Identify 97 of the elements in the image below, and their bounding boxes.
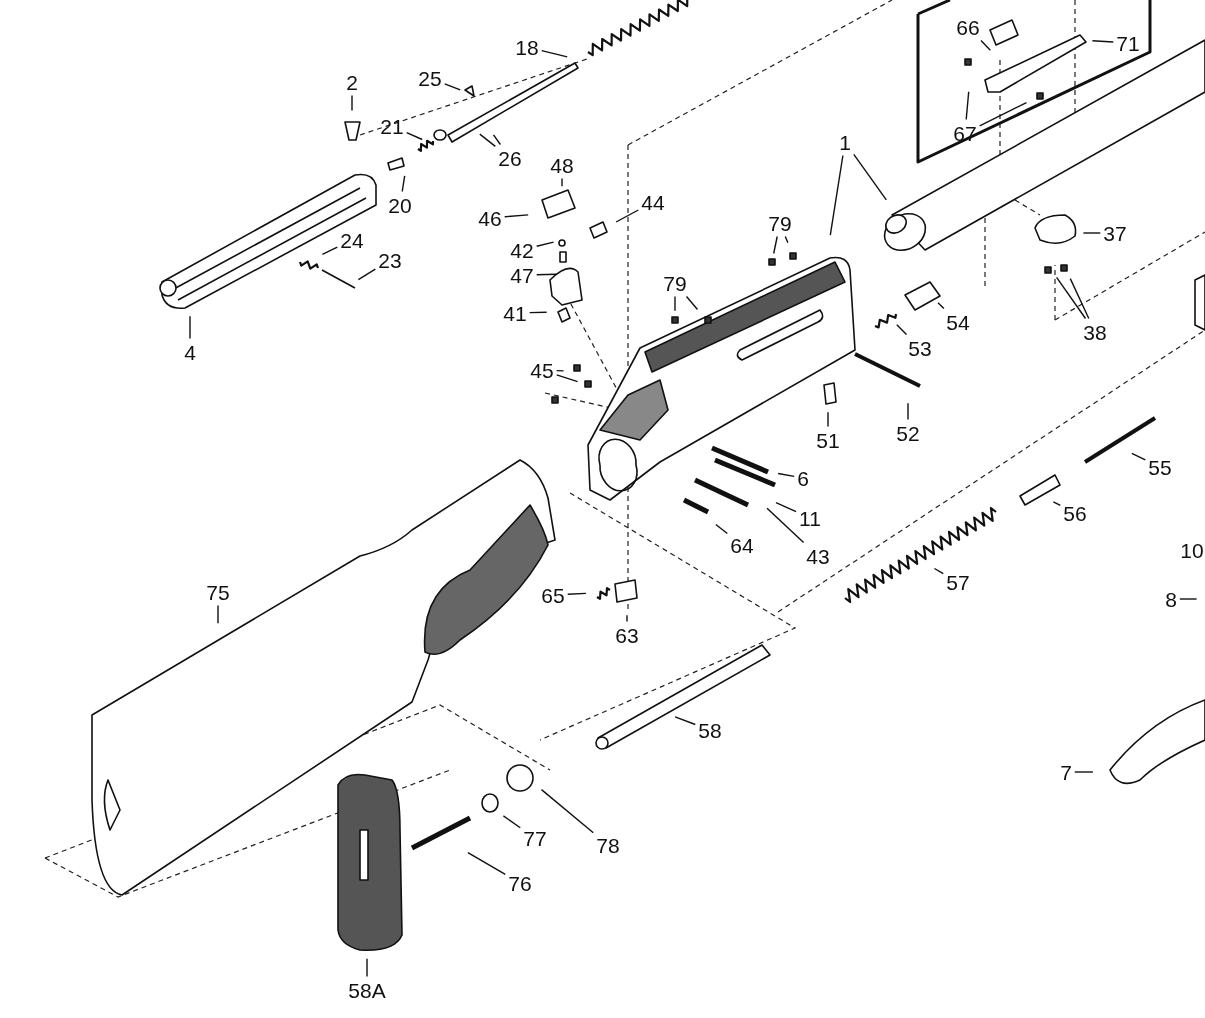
leader-line <box>1069 277 1090 320</box>
callout-number: 65 <box>541 584 565 606</box>
callout-number: 53 <box>908 337 932 359</box>
callout-number: 77 <box>523 827 547 849</box>
callout-number: 75 <box>206 581 230 603</box>
leader-line <box>685 295 699 311</box>
leader-line <box>1131 452 1146 461</box>
leader-line <box>979 101 1028 127</box>
leader-line <box>479 133 496 148</box>
callout-number: 24 <box>340 229 364 251</box>
callout-number: 52 <box>896 422 920 444</box>
callout-number: 4 <box>184 341 196 363</box>
leader-line <box>444 83 461 91</box>
callout-number: 56 <box>1063 502 1087 524</box>
leader-line <box>827 411 829 428</box>
leader-line <box>1082 232 1101 234</box>
callout-number: 76 <box>508 872 532 894</box>
callout-number: 64 <box>730 534 754 556</box>
leader-line <box>321 246 338 256</box>
leader-line <box>556 369 565 372</box>
leader-line <box>766 507 805 544</box>
leader-line <box>853 153 887 201</box>
callout-number: 23 <box>378 249 402 271</box>
leader-line <box>467 851 506 876</box>
leader-line <box>980 39 991 51</box>
callout-number: 20 <box>388 194 412 216</box>
callout-number: 26 <box>498 147 522 169</box>
callout-number: 57 <box>946 571 970 593</box>
callout-number: 66 <box>956 16 980 38</box>
callout-number: 10 <box>1180 539 1204 561</box>
leader-line <box>366 958 368 978</box>
leader-line <box>541 49 568 58</box>
leader-line <box>615 209 639 223</box>
leader-line <box>351 94 353 112</box>
leader-line <box>674 716 696 726</box>
leader-line <box>1052 501 1061 507</box>
callout-number: 42 <box>510 239 534 261</box>
leader-line <box>1091 40 1114 43</box>
callout-number: 51 <box>816 429 840 451</box>
callout-number: 54 <box>946 311 970 333</box>
leader-line <box>715 523 728 535</box>
callout-number: 11 <box>799 507 821 529</box>
leader-line <box>401 175 406 193</box>
callout-number: 45 <box>530 359 554 381</box>
callout-number: 18 <box>515 36 539 58</box>
leader-line <box>773 235 778 255</box>
callout-number: 78 <box>596 834 620 856</box>
leader-line <box>357 268 376 281</box>
callout-number: 38 <box>1083 321 1107 343</box>
callout-number: 71 <box>1116 32 1140 54</box>
callout-number: 79 <box>768 212 792 234</box>
callout-number: 79 <box>663 272 687 294</box>
leader-line <box>777 472 795 478</box>
callout-number: 21 <box>380 115 404 137</box>
callout-number: 55 <box>1148 456 1172 478</box>
callout-number: 58 <box>698 719 722 741</box>
callout-number: 58A <box>348 979 386 1001</box>
callout-number: 41 <box>503 302 527 324</box>
callout-number: 63 <box>615 624 639 646</box>
callout-number: 2 <box>346 71 358 93</box>
leader-line <box>1179 598 1198 600</box>
leader-line <box>937 302 945 310</box>
leader-line <box>189 315 191 340</box>
leader-line <box>829 154 844 236</box>
callout-number: 46 <box>478 207 502 229</box>
leader-line <box>567 592 587 595</box>
callout-number: 6 <box>797 467 809 489</box>
leader-line <box>536 273 557 276</box>
leader-line <box>492 134 502 146</box>
leader-line <box>561 177 563 187</box>
leader-line <box>674 295 676 312</box>
leader-line <box>504 214 529 218</box>
leader-line <box>626 614 628 623</box>
callout-number: 37 <box>1103 222 1127 244</box>
leader-line <box>933 567 944 575</box>
callout-number: 47 <box>510 264 534 286</box>
leader-line <box>406 131 423 141</box>
leader-line <box>536 241 555 247</box>
leader-line <box>775 501 797 513</box>
callout-number: 48 <box>550 154 574 176</box>
leader-line <box>896 324 908 336</box>
leader-line <box>1055 276 1087 320</box>
leader-line <box>784 235 789 244</box>
callout-number: 1 <box>839 131 851 153</box>
leader-line <box>540 788 594 834</box>
callout-number: 25 <box>418 67 442 89</box>
callout-number: 44 <box>641 191 665 213</box>
callout-number: 7 <box>1060 761 1072 783</box>
callout-number: 8 <box>1165 588 1177 610</box>
leader-line <box>907 402 909 421</box>
leader-line <box>502 815 521 829</box>
leader-line <box>217 604 219 624</box>
callout-number: 43 <box>806 545 830 567</box>
leader-line <box>556 374 579 383</box>
leader-line <box>529 311 548 314</box>
leader-line <box>965 91 970 121</box>
leader-line <box>1074 771 1094 773</box>
